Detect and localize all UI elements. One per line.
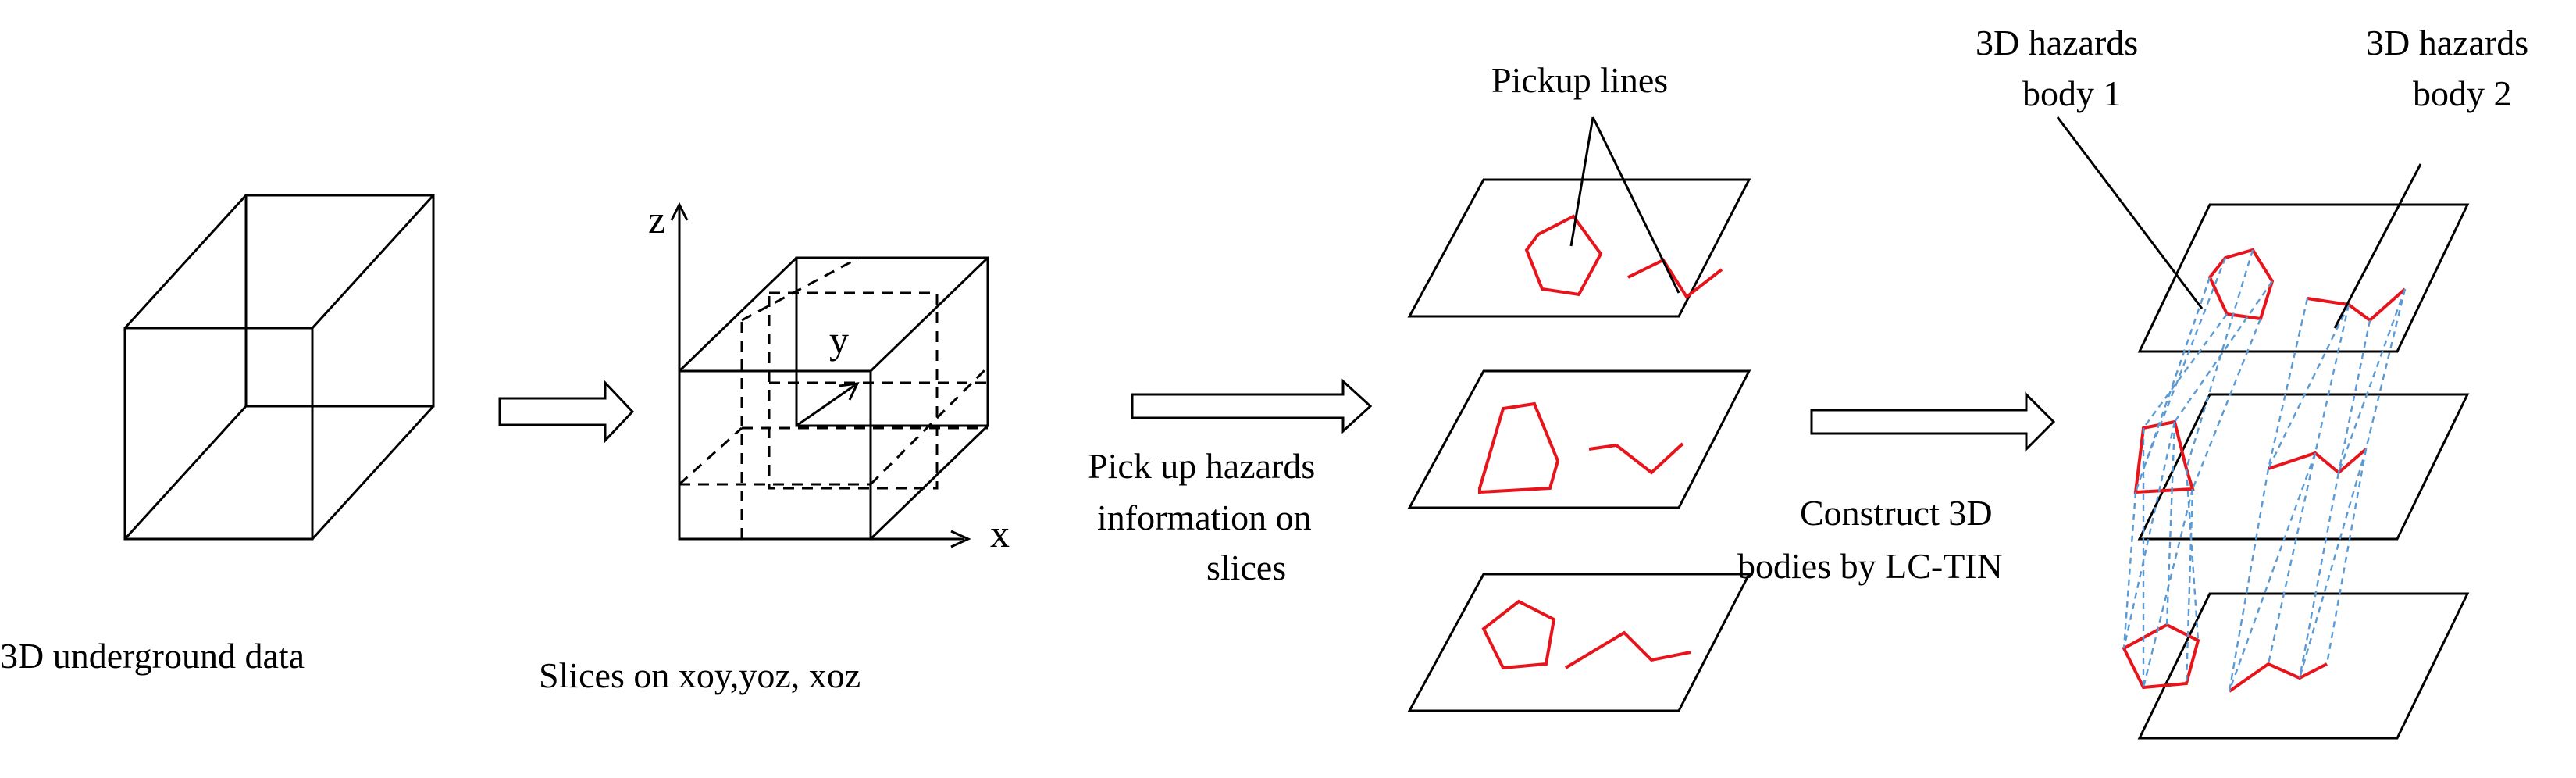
- slice-top: [1407, 178, 1751, 318]
- body-slice-middle: [2137, 393, 2470, 541]
- sliced-cube: [670, 202, 989, 548]
- lc-tin-links: [2122, 249, 2407, 692]
- label-pickup-3: slices: [1206, 548, 1286, 587]
- label-body1-line1: 3D hazards: [1976, 23, 2138, 62]
- body-slice-bottom: [2137, 592, 2470, 740]
- body-slice-top: [2137, 203, 2470, 353]
- slice-bottom: [1407, 573, 1751, 712]
- constructed-bodies: [2056, 116, 2470, 740]
- slice-stack: [1407, 116, 1751, 712]
- axis-y-label: y: [829, 318, 849, 362]
- label-body2-line2: body 2: [2413, 73, 2512, 113]
- label-pickup-2: information on: [1097, 498, 1312, 537]
- arrow-2: [1131, 378, 1373, 434]
- label-body1-line2: body 1: [2022, 73, 2122, 113]
- label-underground: 3D underground data: [0, 636, 305, 676]
- label-pickup-lines: Pickup lines: [1491, 60, 1668, 100]
- label-body2-line1: 3D hazards: [2366, 23, 2528, 62]
- axis-x-label: x: [990, 512, 1010, 555]
- slice-middle: [1407, 369, 1751, 509]
- arrow-3: [1810, 391, 2056, 452]
- label-pickup-1: Pick up hazards: [1088, 446, 1315, 486]
- axis-z-label: z: [648, 198, 665, 241]
- label-construct-1: Construct 3D: [1800, 493, 1993, 533]
- label-slices: Slices on xoy,yoz, xoz: [539, 655, 860, 695]
- label-construct-2: bodies by LC-TIN: [1737, 546, 2003, 586]
- arrow-1: [498, 380, 635, 444]
- underground-cube: [123, 194, 435, 541]
